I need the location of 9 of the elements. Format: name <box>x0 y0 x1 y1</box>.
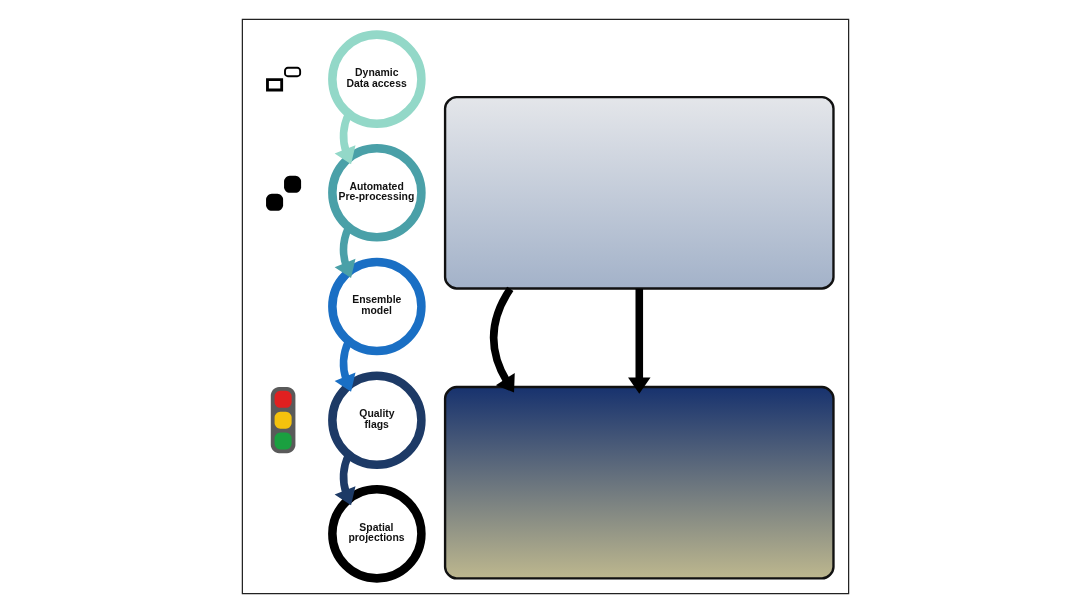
arrow <box>334 225 355 278</box>
arrow <box>489 286 515 393</box>
node-circle: Dynamic Data access <box>327 30 426 128</box>
arrow <box>334 339 355 392</box>
node-picture <box>443 385 835 580</box>
node-picture <box>443 95 835 290</box>
arrow <box>334 453 355 506</box>
arrow <box>627 288 651 394</box>
arrow <box>334 112 355 165</box>
